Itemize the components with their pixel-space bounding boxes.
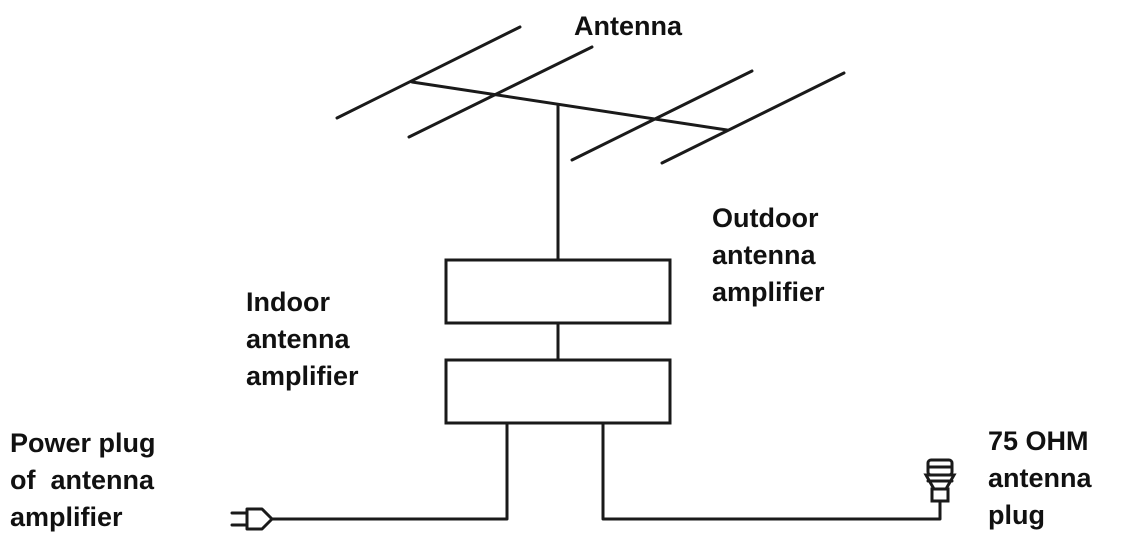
outdoor-amplifier-label: Outdoor antenna amplifier (712, 200, 825, 311)
antenna-label: Antenna (574, 8, 682, 45)
outdoor-amplifier-label-line: antenna (712, 240, 816, 270)
antenna-plug-label-line: 75 OHM (988, 426, 1089, 456)
outdoor-amplifier-label-line: Outdoor (712, 203, 819, 233)
power-plug-label: Power plug of antenna amplifier (10, 425, 156, 536)
power-plug-label-line: amplifier (10, 502, 123, 532)
indoor-amplifier-box (444, 358, 672, 425)
indoor-amplifier-label-line: amplifier (246, 361, 359, 391)
antenna-plug-label-line: plug (988, 500, 1045, 530)
antenna-output-cable (601, 421, 942, 521)
outdoor-amplifier-label-line: amplifier (712, 277, 825, 307)
indoor-amplifier-label: Indoor antenna amplifier (246, 284, 359, 395)
antenna-element-2 (407, 45, 594, 139)
indoor-amplifier-label-line: Indoor (246, 287, 330, 317)
outdoor-amplifier-box (444, 258, 672, 325)
antenna-label-text: Antenna (574, 11, 682, 41)
coax-plug-icon (923, 458, 957, 503)
antenna-element-4 (660, 71, 846, 165)
antenna-plug-label: 75 OHM antenna plug (988, 423, 1092, 534)
indoor-amplifier-label-line: antenna (246, 324, 350, 354)
power-plug-label-line: Power plug (10, 428, 156, 458)
power-plug-icon (230, 507, 274, 531)
antenna-element-1 (335, 25, 522, 120)
antenna-boom (410, 80, 729, 132)
antenna-plug-label-line: antenna (988, 463, 1092, 493)
antenna-element-3 (570, 69, 754, 162)
power-cable (270, 421, 509, 521)
power-plug-label-line: of antenna (10, 465, 155, 495)
